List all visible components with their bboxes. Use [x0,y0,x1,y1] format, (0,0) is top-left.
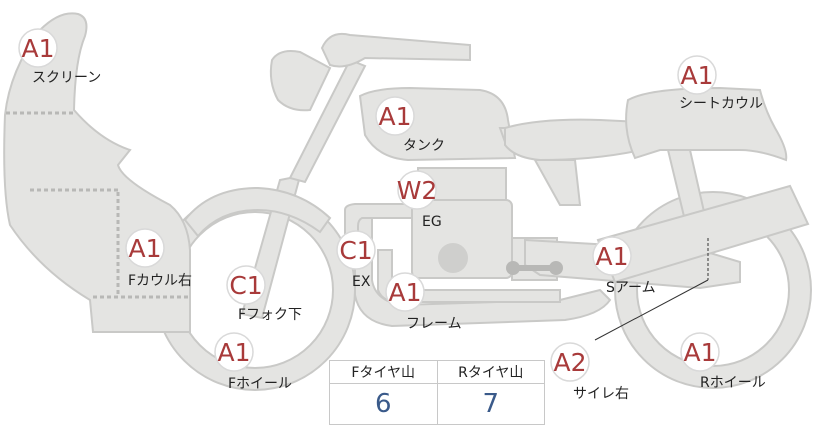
front-tread-value: 6 [329,383,438,425]
damage-callouts: A1スクリーンA1タンクA1シートカウルW2EGA1Fカウル右C1EXC1Fフォ… [18,28,766,402]
part-label: タンク [403,138,445,154]
tread-value-row: 6 7 [329,383,545,425]
part-label: EG [422,214,442,230]
grade-code: C1 [339,236,372,265]
part-label: Fホイール [228,376,292,392]
grade-badge [397,170,437,210]
callout-tank: A1 タンク [375,96,445,154]
grade-code: A1 [217,338,250,367]
grade-badge [125,228,165,268]
handlebar-shape [320,32,471,68]
grade-badge [592,236,632,276]
seat-shape [504,118,652,162]
rear-frame-shape [533,159,582,206]
grade-code: A1 [378,102,411,131]
grade-badge [550,342,590,382]
frame-shape [354,203,612,328]
grade-code: A1 [680,61,713,90]
front-tread-header: Fタイヤ山 [329,360,438,384]
rear-tread-header: Rタイヤ山 [436,360,545,384]
rear-tread-value: 7 [436,383,545,425]
part-label: Fカウル右 [128,273,192,289]
callout-screen: A1 スクリーン [18,28,101,86]
tread-header-row: Fタイヤ山 Rタイヤ山 [329,360,545,384]
part-label: サイレ右 [573,386,629,402]
part-label: スクリーン [32,70,101,86]
cowl-seam-lines [6,111,188,299]
fork-upper-shape [288,58,367,184]
part-label: シートカウル [679,96,763,112]
swing-arm-pivot [506,261,563,275]
grade-code: A1 [388,278,421,307]
tire-tread-table: Fタイヤ山 Rタイヤ山 6 7 [329,360,545,425]
part-label: フレーム [406,316,462,332]
grade-code: A1 [128,234,161,263]
part-label: Rホイール [700,375,766,391]
grade-badge [680,332,720,372]
part-label: Sアーム [606,280,656,296]
grade-badge [214,332,254,372]
callout-frame: A1 フレーム [385,272,462,332]
grade-code: A1 [683,338,716,367]
grade-badge [385,272,425,312]
grade-badge [226,265,266,305]
callout-silencer-right: A2 サイレ右 [550,342,629,402]
silencer-pointer-line [594,279,709,341]
grade-badge [677,55,717,95]
part-label: Fフォク下 [238,307,302,323]
grade-code: W2 [397,176,438,205]
callout-seat-cowl: A1 シートカウル [677,55,763,112]
headlight-cowl-shape [269,50,332,112]
grade-code: A1 [595,242,628,271]
grade-code: A1 [21,34,54,63]
grade-code: A2 [553,348,586,377]
front-fender-shape [183,186,332,238]
frame-rail-shape [344,203,421,241]
grade-badge [336,230,376,270]
grade-badge [375,96,415,136]
grade-badge [18,28,58,68]
grade-code: C1 [229,271,262,300]
part-label: EX [352,274,371,290]
